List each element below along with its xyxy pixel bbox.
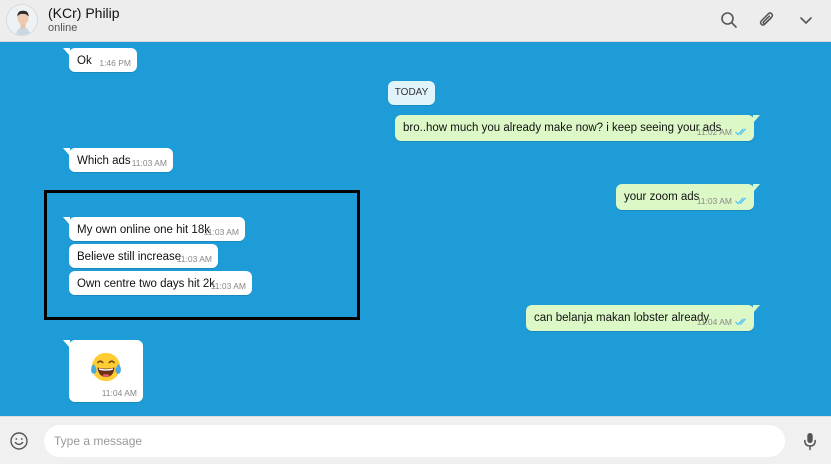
message-outgoing[interactable]: your zoom ads 11:03 AM [616, 184, 760, 210]
message-time: 11:04 AM [101, 388, 137, 398]
message-incoming[interactable]: Which ads 11:03 AM [63, 148, 173, 172]
face-with-tears-of-joy-icon [91, 352, 121, 382]
read-ticks-icon [735, 197, 746, 205]
message-incoming[interactable]: My own online one hit 18k 11:03 AM [63, 217, 245, 241]
message-incoming-emoji[interactable]: 11:04 AM [63, 340, 143, 402]
message-text: Own centre two days hit 2k [77, 278, 216, 290]
chat-header: (KCr) Philip online [0, 0, 831, 42]
message-outgoing[interactable]: can belanja makan lobster already 11:04 … [526, 305, 760, 331]
smiley-icon[interactable] [8, 430, 30, 452]
message-text: can belanja makan lobster already [534, 312, 710, 324]
highlight-box [44, 190, 360, 320]
message-time-status: 11:03 AM [697, 194, 748, 208]
message-time-status: 11:04 AM [697, 315, 748, 329]
message-text: My own online one hit 18k [77, 224, 210, 236]
message-incoming[interactable]: Own centre two days hit 2k 11:03 AM [69, 271, 252, 295]
day-label: TODAY [388, 81, 435, 105]
message-text: bro..how much you already make now? i ke… [403, 122, 722, 134]
read-ticks-icon [735, 128, 746, 136]
message-text: Which ads [77, 155, 131, 167]
contact-status: online [48, 22, 78, 34]
message-time: 11:03 AM [696, 196, 732, 206]
message-time: 11:03 AM [176, 254, 212, 264]
message-composer [0, 416, 831, 464]
message-input[interactable] [44, 425, 785, 457]
message-time: 11:02 AM [696, 127, 732, 137]
message-time: 11:03 AM [210, 281, 246, 291]
message-outgoing[interactable]: bro..how much you already make now? i ke… [395, 115, 760, 141]
message-time: 11:04 AM [696, 317, 732, 327]
message-incoming[interactable]: Believe still increase 11:03 AM [69, 244, 218, 268]
search-icon[interactable] [718, 9, 740, 31]
chat-area[interactable]: Ok 1:46 PM TODAY bro..how much you alrea… [0, 42, 831, 416]
message-time: 11:03 AM [131, 158, 167, 168]
chevron-down-icon[interactable] [795, 9, 817, 31]
paperclip-icon[interactable] [756, 9, 778, 31]
message-text: Believe still increase [77, 251, 182, 263]
contact-name[interactable]: (KCr) Philip [48, 5, 120, 21]
message-text: your zoom ads [624, 191, 700, 203]
read-ticks-icon [735, 318, 746, 326]
message-time-status: 11:02 AM [697, 125, 748, 139]
message-text: Ok [77, 55, 92, 67]
message-incoming[interactable]: Ok 1:46 PM [63, 48, 137, 72]
message-time: 1:46 PM [99, 58, 131, 68]
microphone-icon[interactable] [799, 430, 821, 452]
contact-avatar[interactable] [6, 4, 38, 36]
message-time: 11:03 AM [203, 227, 239, 237]
